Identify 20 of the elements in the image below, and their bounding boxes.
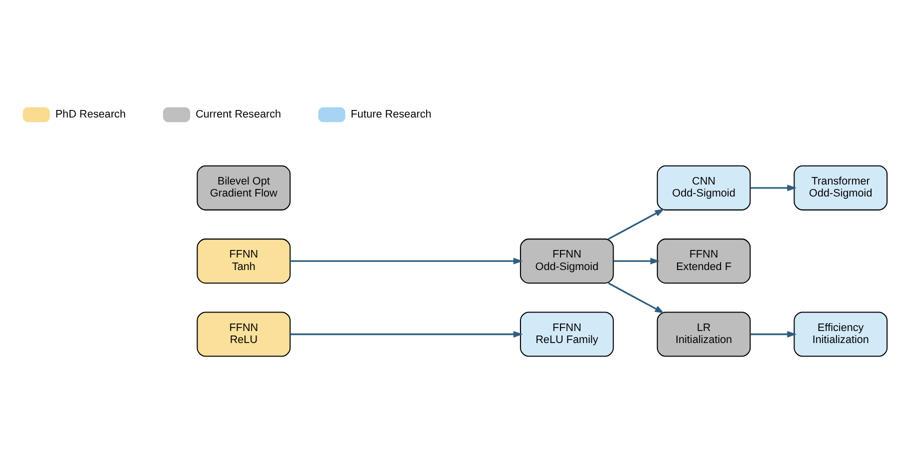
arrow [613, 258, 660, 264]
arrow [750, 330, 797, 338]
arrow [608, 282, 664, 314]
arrow [608, 208, 664, 240]
arrow [750, 184, 797, 192]
node-box: CNN Odd-Sigmoid [656, 165, 751, 210]
node-box: FFNN Tanh [196, 238, 291, 284]
arrow [290, 258, 523, 264]
node-box: FFNN Odd-Sigmoid [520, 238, 614, 284]
legend-label: Future Research [350, 108, 432, 120]
node-box: Bilevel Opt Gradient Flow [196, 165, 291, 210]
node-box: LR Initialization [656, 312, 751, 357]
legend-label: Current Research [196, 108, 282, 120]
arrow [290, 330, 523, 338]
node-box: FFNN Extended F [656, 238, 751, 284]
legend-label: PhD Research [55, 108, 126, 120]
node-box: Efficiency Initialization [794, 312, 888, 357]
node-box: FFNN ReLU [196, 312, 291, 357]
node-box: FFNN ReLU Family [520, 312, 614, 357]
node-box: Transformer Odd-Sigmoid [794, 165, 888, 210]
